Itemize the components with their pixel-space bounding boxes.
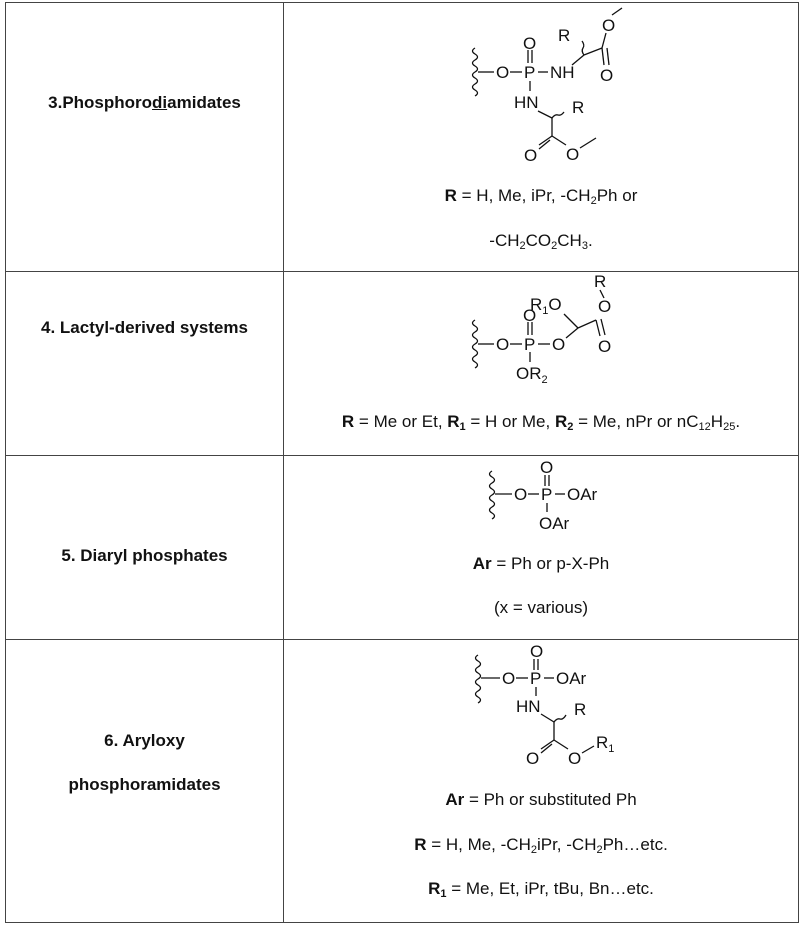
caption-line: (x = various) xyxy=(494,598,588,617)
r-group: R xyxy=(574,700,586,719)
table-row: 3.Phosphorodiamidates O P O NH R xyxy=(5,2,799,272)
oxygen-atom: O xyxy=(600,66,613,85)
table-row: 6. Aryloxy phosphoramidates O O P OAr HN xyxy=(5,639,799,923)
phosphorodiamidate-structure: O P O NH R O O HN xyxy=(471,7,623,165)
oxygen-atom: O xyxy=(552,335,565,354)
caption-line: Ar = Ph or substituted Ph xyxy=(445,790,637,809)
oxygen-atom: O xyxy=(514,485,527,504)
oar-group: OAr xyxy=(539,514,570,533)
class-name-cell: 4. Lactyl-derived systems xyxy=(5,271,284,456)
phosphorus-atom: P xyxy=(530,669,541,688)
structure-cell: O P O NH R O O HN xyxy=(283,2,799,272)
class-name-line: 6. Aryloxy xyxy=(104,731,185,750)
oxygen-atom: O xyxy=(523,306,536,325)
caption-line: R1 = Me, Et, iPr, tBu, Bn…etc. xyxy=(428,879,654,900)
class-name: 5. Diaryl phosphates xyxy=(61,546,228,565)
caption-line: R = H, Me, -CH2iPr, -CH2Ph…etc. xyxy=(414,835,668,856)
caption-line: R = H, Me, iPr, -CH2Ph or xyxy=(444,186,638,207)
oxygen-atom: O xyxy=(566,145,579,164)
r1o-group: R1O xyxy=(530,295,562,317)
oxygen-atom: O xyxy=(496,335,509,354)
phosphorus-atom: P xyxy=(524,335,535,354)
chem-table: 3.Phosphorodiamidates O P O NH R xyxy=(5,2,799,923)
r-group: R xyxy=(572,98,584,117)
caption-line: -CH2CO2CH3. xyxy=(489,231,593,252)
diaryl-phosphate-structure: O O P OAr OAr xyxy=(488,458,598,533)
oxygen-atom: O xyxy=(524,146,537,165)
or2-group: OR2 xyxy=(516,364,548,386)
oxygen-atom: O xyxy=(598,297,611,316)
lactyl-structure: R O R1O O P O O O O xyxy=(471,272,611,386)
oxygen-atom: O xyxy=(502,669,515,688)
structure-cell: O O P OAr HN R O O xyxy=(283,639,799,923)
hn-group: HN xyxy=(514,93,539,112)
table-row: 4. Lactyl-derived systems R O R1O O P O … xyxy=(5,271,799,456)
structure-cell: R O R1O O P O O O O xyxy=(283,271,799,456)
class-name-cell: 5. Diaryl phosphates xyxy=(5,455,284,640)
oxygen-atom: O xyxy=(523,34,536,53)
phosphorus-atom: P xyxy=(524,63,535,82)
r-group: R xyxy=(558,26,570,45)
oxygen-atom: O xyxy=(602,16,615,35)
hn-group: HN xyxy=(516,697,541,716)
class-name-cell: 3.Phosphorodiamidates xyxy=(5,2,284,272)
oxygen-atom: O xyxy=(526,749,539,768)
oxygen-atom: O xyxy=(568,749,581,768)
caption-line: Ar = Ph or p-X-Ph xyxy=(472,554,610,573)
oxygen-atom: O xyxy=(530,642,543,661)
phosphoramidate-structure: O O P OAr HN R O O xyxy=(474,642,614,768)
oxygen-atom: O xyxy=(540,458,553,477)
r-group: R xyxy=(594,272,606,291)
oxygen-atom: O xyxy=(598,337,611,356)
class-name: 4. Lactyl-derived systems xyxy=(41,318,248,337)
class-name-cell: 6. Aryloxy phosphoramidates xyxy=(5,639,284,923)
class-name: 3.Phosphorodiamidates xyxy=(48,93,241,112)
caption-line: R = Me or Et, R1 = H or Me, R2 = Me, nPr… xyxy=(341,412,741,433)
oxygen-atom: O xyxy=(496,63,509,82)
nh-group: NH xyxy=(550,63,575,82)
phosphorus-atom: P xyxy=(541,485,552,504)
r1-group: R1 xyxy=(596,733,614,755)
class-name-line: phosphoramidates xyxy=(68,775,221,794)
oar-group: OAr xyxy=(567,485,598,504)
oar-group: OAr xyxy=(556,669,587,688)
table-row: 5. Diaryl phosphates O O P OAr OAr Ar = … xyxy=(5,455,799,640)
structure-cell: O O P OAr OAr Ar = Ph or p-X-Ph (x = var… xyxy=(283,455,799,640)
